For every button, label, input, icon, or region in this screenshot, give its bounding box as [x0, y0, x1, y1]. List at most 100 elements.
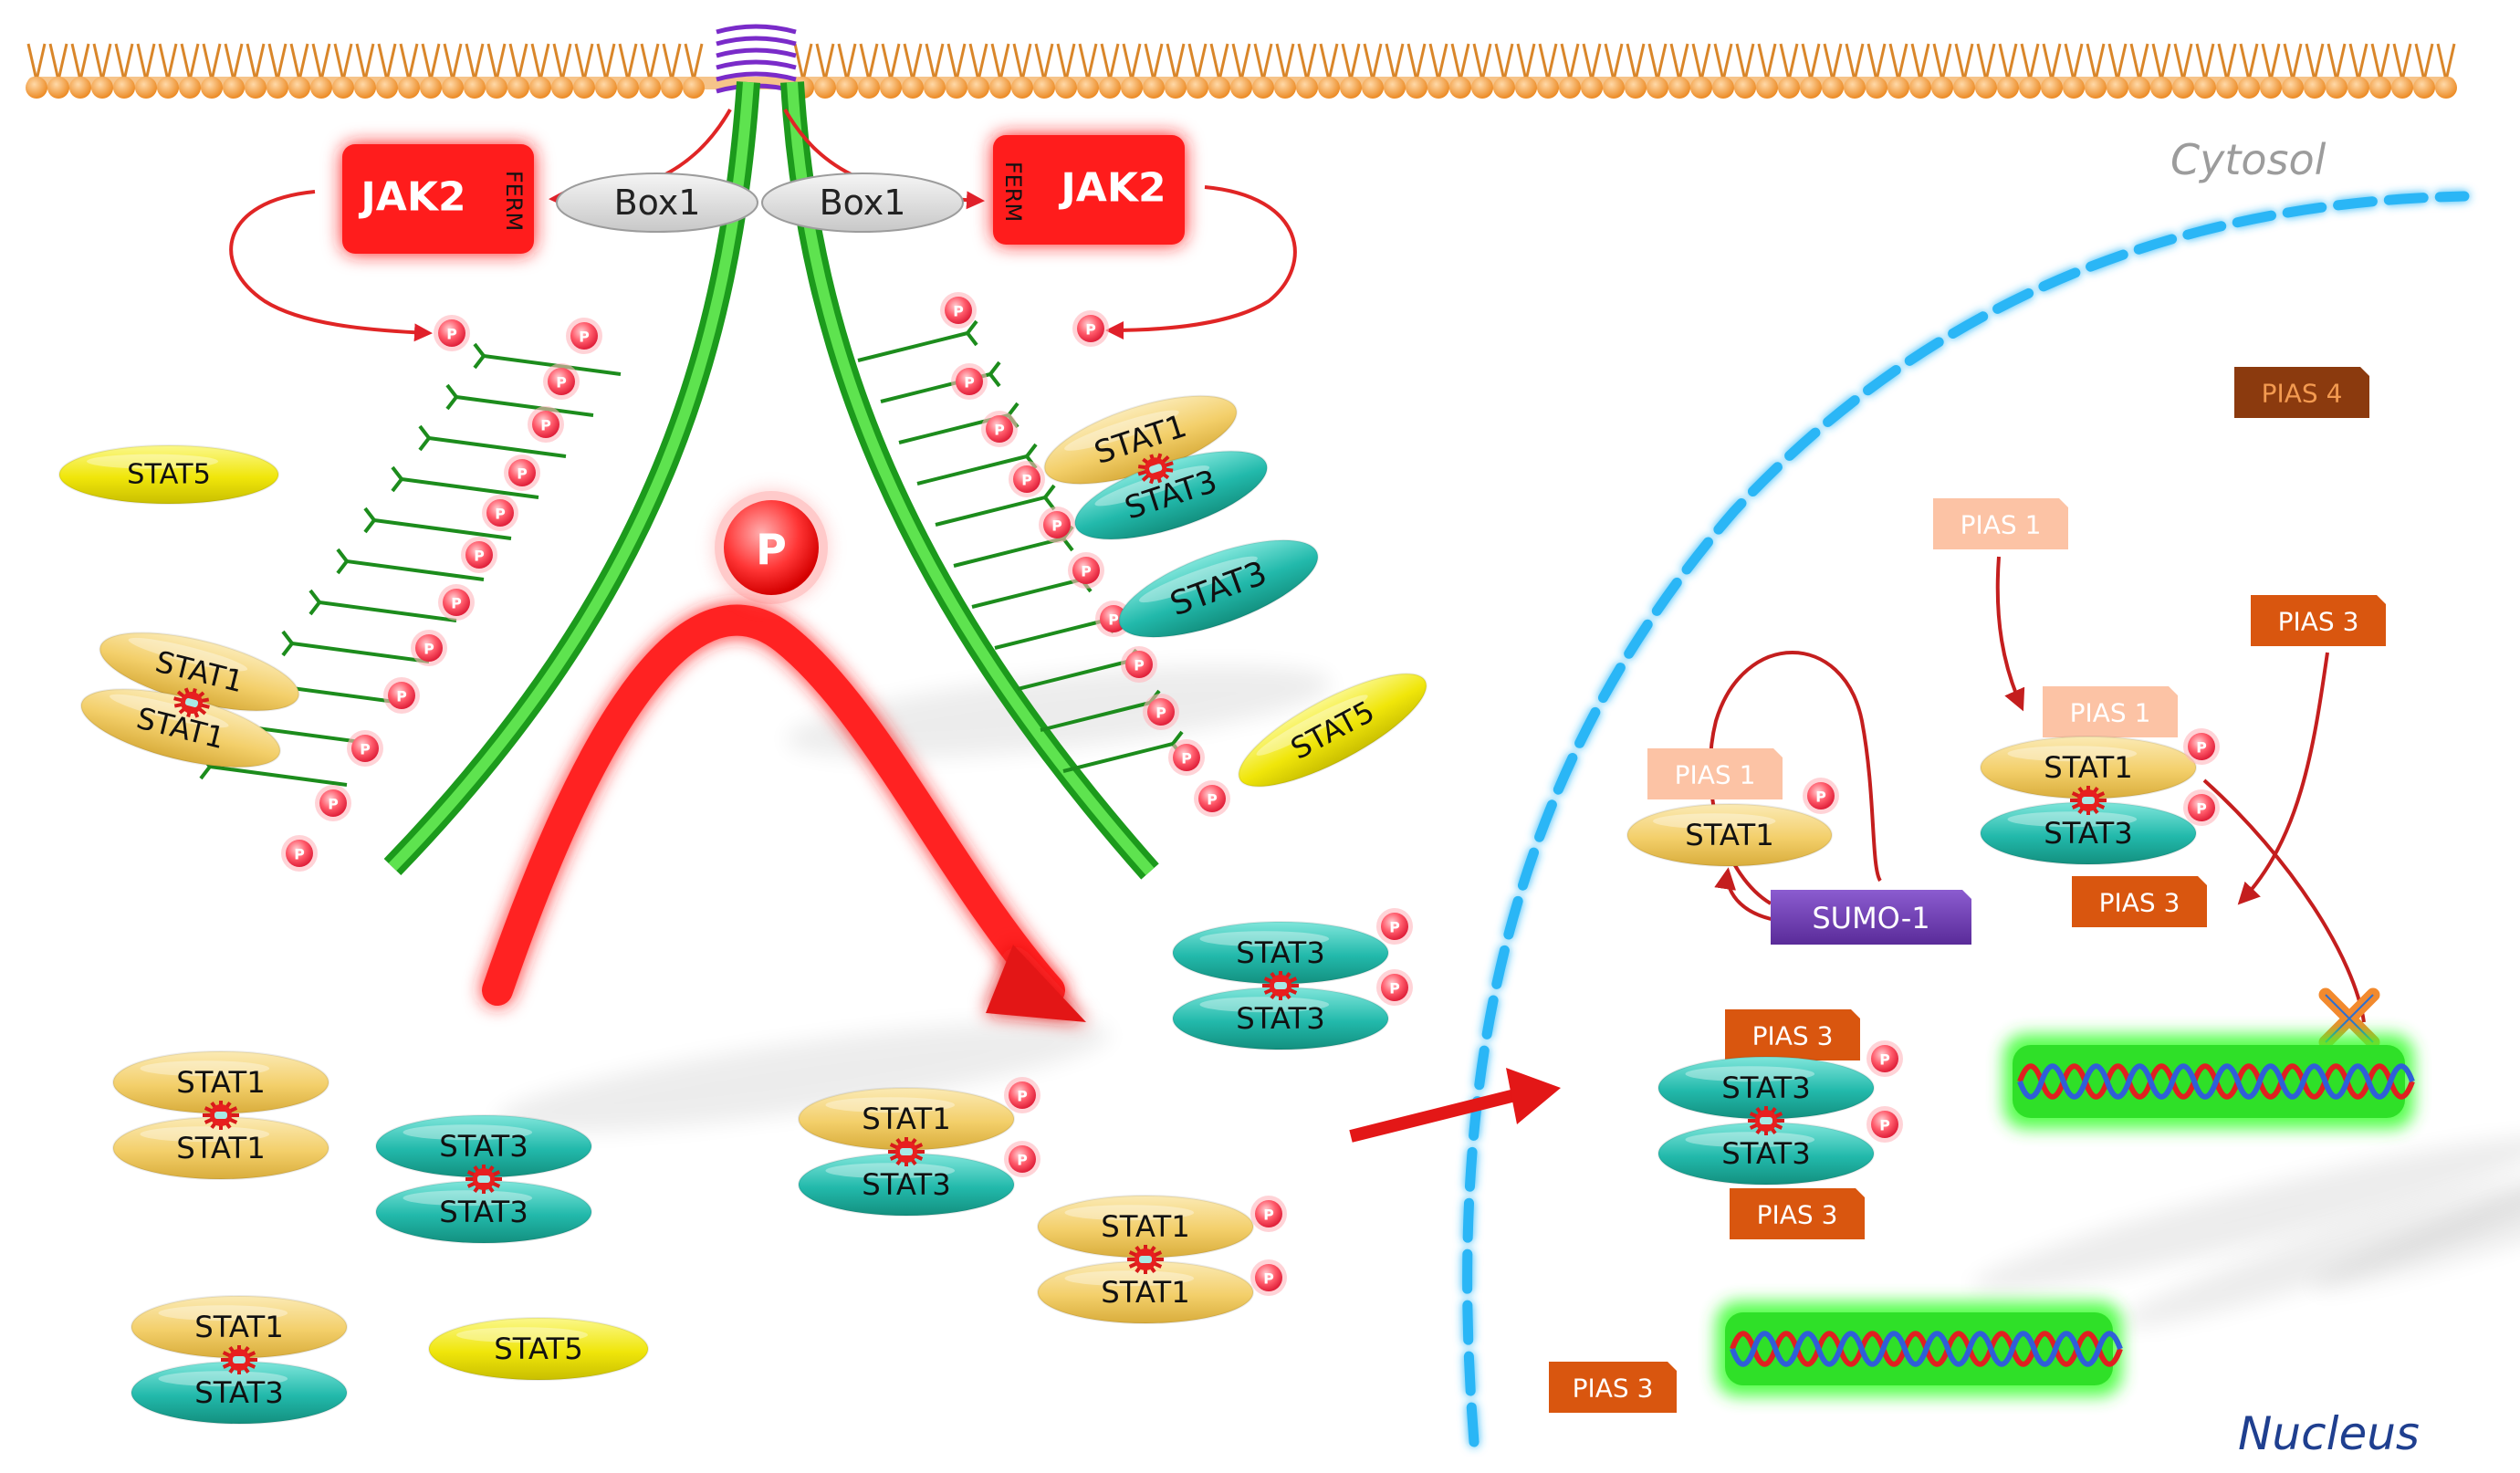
pias-box [1647, 748, 1783, 799]
lipid-tail [1779, 43, 1799, 81]
lipid-tail [1647, 43, 1668, 81]
lipid-tail [1888, 43, 1908, 81]
lipid-tail [1406, 43, 1427, 81]
phosphate-ball [532, 411, 559, 438]
phosphate-group: P [1039, 507, 1075, 543]
stat-highlight [825, 1163, 956, 1179]
phosphate-ball [1198, 785, 1226, 812]
lipid-tail [443, 43, 463, 81]
lipid-head [989, 77, 1011, 99]
lipid-tail [859, 43, 879, 81]
pias1-arrow [1995, 556, 2025, 712]
lipid-tail [246, 43, 266, 81]
stat-highlight [1256, 695, 1368, 756]
phosphate-group: P [461, 537, 497, 573]
lipid-tail [815, 43, 835, 81]
lipid-head [1866, 77, 1887, 99]
phosphate-ball [415, 634, 443, 662]
phosphate-group: P [543, 363, 580, 400]
lipid-head [245, 77, 267, 99]
stat-monomer-top: STAT1 [112, 1050, 329, 1114]
sumo-arrow [1714, 867, 1776, 922]
lipid-tail [465, 43, 485, 81]
tyrosine-fork [336, 548, 349, 575]
shadow [496, 1021, 1111, 1133]
phosphate-group: P [566, 318, 602, 354]
tyrosine-fork [391, 465, 403, 493]
phosphate-group: P [1004, 1077, 1040, 1113]
lipid-head [2391, 77, 2413, 99]
pias-label: PIAS 4 [2262, 379, 2343, 409]
lipid-head [2085, 77, 2107, 99]
phosphate-group: P [1376, 969, 1413, 1006]
phosphate-group: P [1072, 310, 1109, 347]
shadow [2311, 1137, 2520, 1290]
phosphate-group: P [1004, 1141, 1040, 1177]
lipid-head [924, 77, 946, 99]
stat-label: STAT3 [194, 1375, 284, 1410]
lipid-tail [1604, 43, 1624, 81]
dna-helix-free [1716, 1301, 2123, 1396]
stat-highlight [403, 1124, 533, 1141]
lipid-tail [1998, 43, 2018, 81]
dna-backbone [2013, 1045, 2405, 1118]
phosphate-ball [1009, 1081, 1036, 1109]
phosphate-group: P [482, 495, 518, 531]
jak2-label: JAK2 [1058, 165, 1166, 212]
phosphate-group: P [2183, 728, 2220, 765]
stat-highlight [456, 1327, 588, 1343]
stat-label: STAT1 [1101, 1209, 1190, 1244]
dimer-link-center [214, 1112, 227, 1119]
phosphate-ball [486, 499, 514, 527]
lipid-head [902, 77, 924, 99]
pias-label: PIAS 3 [2099, 888, 2180, 918]
lipid-head [201, 77, 223, 99]
lipid-tail [1363, 43, 1383, 81]
lipid-head [1603, 77, 1625, 99]
phosphate-ball [1077, 315, 1104, 342]
phosphate-ball [548, 368, 575, 395]
box1-label: Box1 [614, 183, 701, 223]
lipid-head [2128, 77, 2150, 99]
lipid-tail [552, 43, 572, 81]
lipid-head [507, 77, 529, 99]
pias-box [1933, 498, 2068, 549]
lipid-head [2063, 77, 2085, 99]
stat-monomer-bottom: STAT3 [1980, 801, 2197, 865]
phosphate-group: P [1376, 908, 1413, 945]
lipid-tail [1976, 43, 1996, 81]
phosphate-ball [388, 682, 415, 709]
lipid-tail [1100, 43, 1120, 81]
lipid-tail [2261, 43, 2281, 81]
phosphate-group: P [2183, 789, 2220, 826]
phosphate-label: P [1155, 705, 1166, 722]
stat-label: STAT3 [862, 1167, 951, 1202]
dimer-link-center [1139, 1256, 1152, 1263]
pias-box [2234, 367, 2369, 418]
nuclear-import-arrow [1349, 1089, 1517, 1143]
phosphate-ball [1871, 1111, 1898, 1138]
pias-label: PIAS 3 [1752, 1021, 1834, 1051]
lipid-head [2347, 77, 2369, 99]
stat-highlight [2007, 811, 2138, 828]
lipid-tail [2305, 43, 2325, 81]
phosphate-group: P [940, 292, 977, 329]
phosphate-group: P [281, 835, 318, 872]
tyrosine-fork [445, 383, 458, 411]
stat-highlight [1653, 813, 1776, 830]
phosphate-group: P [411, 630, 447, 666]
stat-monomer-top: STAT3 [375, 1114, 592, 1178]
stat-label: STAT3 [1721, 1071, 1811, 1105]
phosphate-group: P [1194, 780, 1230, 817]
stat-body [428, 1317, 649, 1381]
lipid-tail [2370, 43, 2390, 81]
stat-highlight [1685, 1132, 1815, 1148]
phosphate-ball [1255, 1264, 1282, 1291]
lipid-tail [1341, 43, 1361, 81]
lipid-tail [1538, 43, 1558, 81]
soft-shadows [496, 665, 2520, 1328]
pias1-top: PIAS 1 [1933, 498, 2068, 549]
stat1-sumoylated: STAT1 [1626, 803, 1833, 867]
